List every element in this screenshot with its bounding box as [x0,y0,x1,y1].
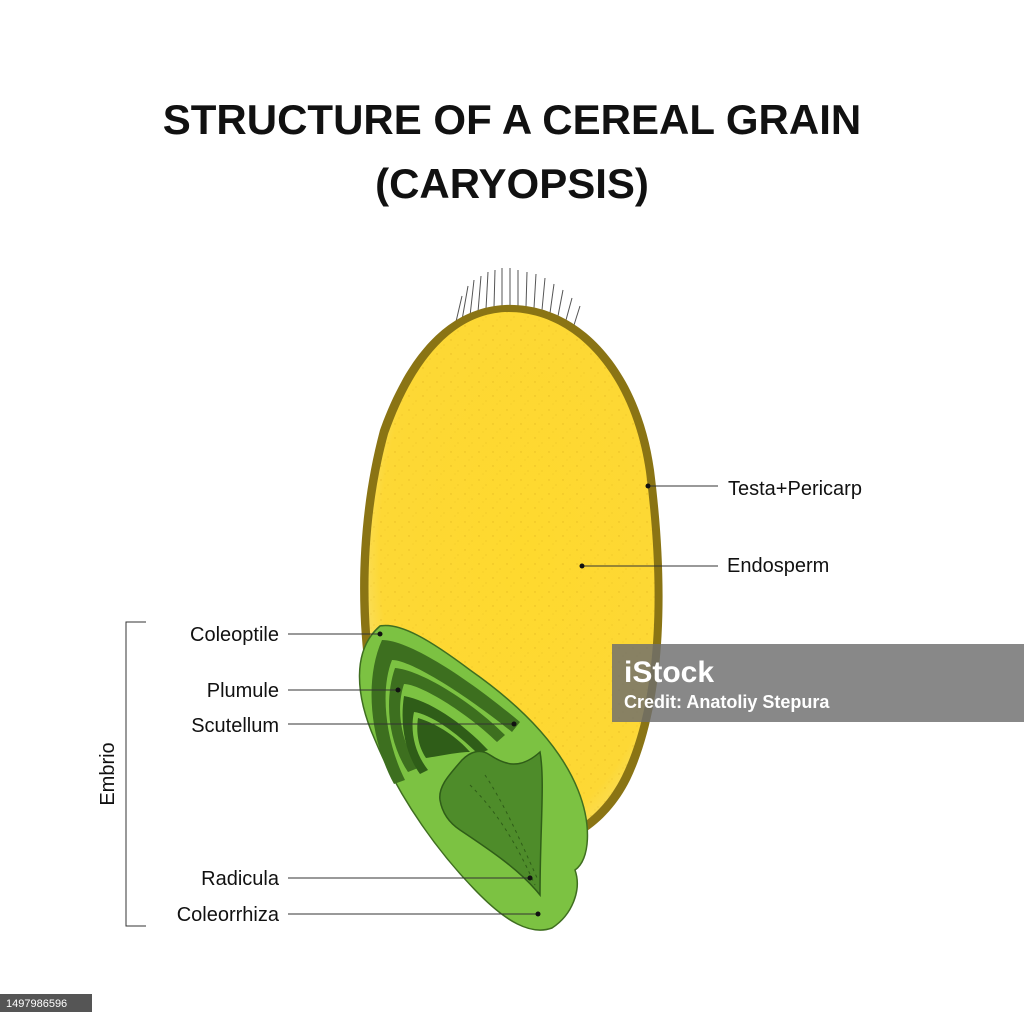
coleoptile-arc-outer [388,668,505,772]
stock-id-tag: 1497986596 [0,994,92,1012]
grain-brush-hairs [454,268,581,327]
watermark-credit: Credit: Anatoliy Stepura [624,692,830,712]
radicula-body [439,750,543,898]
stock-id-text: 1497986596 [6,998,67,1010]
plumule-core [417,718,470,758]
embrio-bracket [125,621,146,927]
label-coleorrhiza: Coleorrhiza [177,904,280,926]
plumule-arc [402,696,488,774]
watermark-brand: iStock [624,656,714,689]
watermark: iStock Credit: Anatoliy Stepura [612,644,1024,722]
label-embrio: Embrio [97,742,119,805]
title-line-1: STRUCTURE OF A CEREAL GRAIN [163,96,861,143]
label-plumule: Plumule [207,680,279,702]
label-coleoptile: Coleoptile [190,624,279,646]
label-scutellum: Scutellum [191,715,279,737]
embryo [358,624,589,931]
leader-lines [288,483,718,917]
label-testa-pericarp: Testa+Pericarp [728,478,862,500]
label-radicula: Radicula [201,868,280,890]
watermark-band [612,644,1024,722]
label-endosperm: Endosperm [727,555,829,577]
title-line-2: (CARYOPSIS) [375,160,649,207]
scutellum-band [371,640,520,784]
